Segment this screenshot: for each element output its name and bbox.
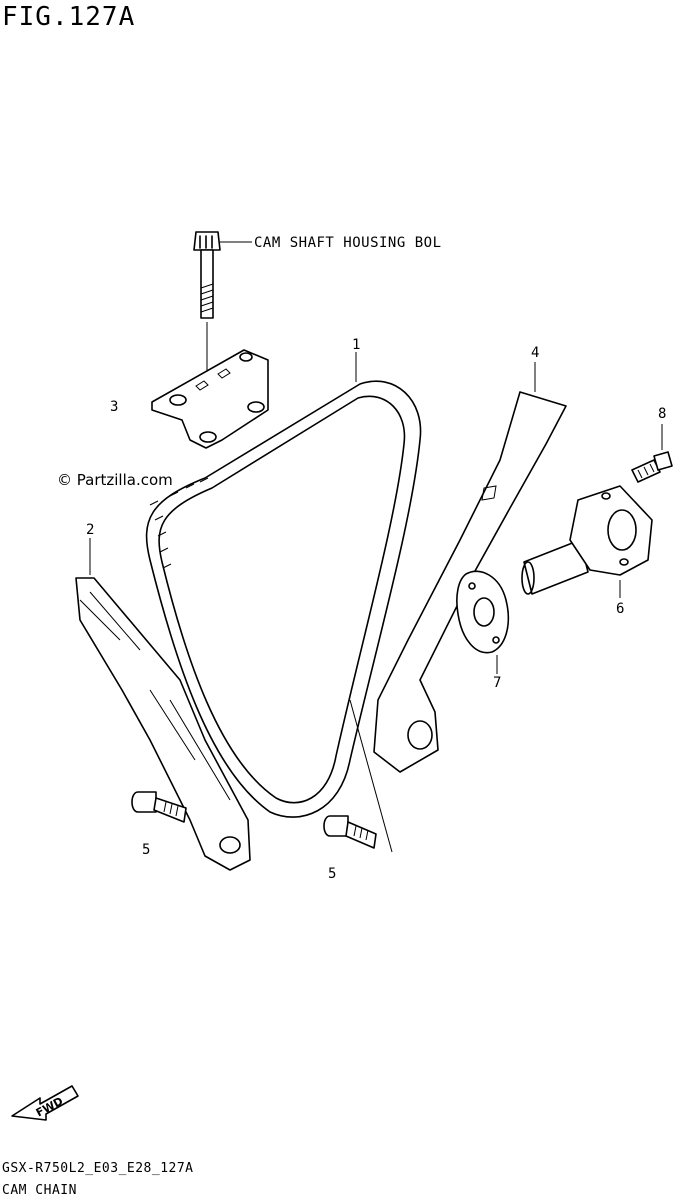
watermark-text: © Partzilla.com (57, 471, 173, 489)
chain-guide-holder[interactable] (151, 349, 269, 449)
tensioner-bolt[interactable] (631, 424, 673, 483)
part-number-3[interactable]: 3 (110, 399, 119, 415)
guide-bolt-left[interactable] (131, 791, 187, 823)
part-number-5-left[interactable]: 5 (142, 842, 151, 858)
part-number-2[interactable]: 2 (86, 522, 95, 538)
guide-bolt-right[interactable] (323, 815, 377, 849)
camshaft-housing-bolt[interactable] (193, 231, 252, 432)
fwd-arrow: FWD (11, 1085, 79, 1121)
cam-chain-tensioner[interactable] (521, 485, 653, 598)
cam-chain[interactable] (145, 352, 422, 818)
part-number-5-right[interactable]: 5 (328, 866, 337, 882)
tensioner-gasket[interactable] (456, 570, 510, 674)
part-number-7[interactable]: 7 (493, 675, 502, 691)
callout-bolt-label: CAM SHAFT HOUSING BOL (254, 235, 442, 251)
footer-figure-code: GSX-R750L2_E03_E28_127A (2, 1161, 194, 1176)
chain-tensioner-guide[interactable] (75, 538, 251, 871)
part-number-8[interactable]: 8 (658, 406, 667, 422)
leader-line (349, 699, 393, 853)
part-number-4[interactable]: 4 (531, 345, 540, 361)
part-number-6[interactable]: 6 (616, 601, 625, 617)
part-number-1[interactable]: 1 (352, 337, 361, 353)
chain-guide-rear[interactable] (373, 362, 567, 773)
footer-figure-name: CAM CHAIN (2, 1183, 77, 1198)
figure-title: FIG.127A (2, 2, 136, 32)
